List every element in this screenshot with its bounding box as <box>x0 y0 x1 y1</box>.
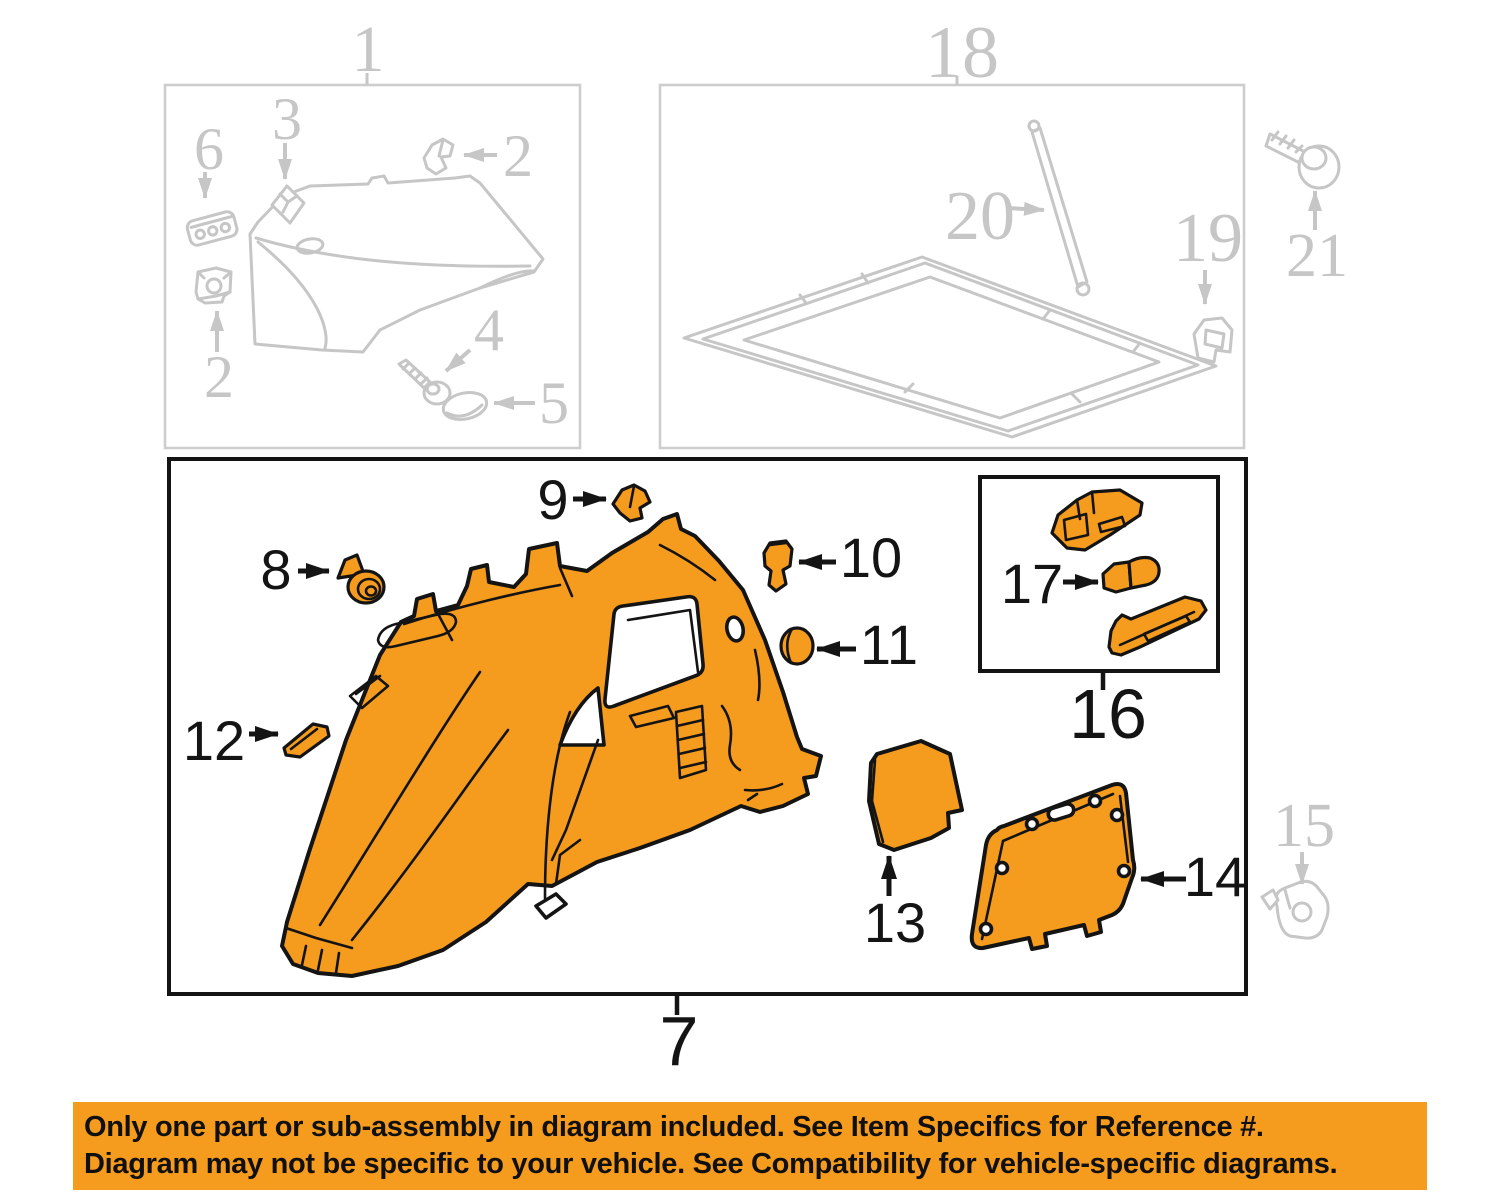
callout-20-label: 20 <box>945 178 1015 255</box>
clip-15-group <box>1260 852 1330 940</box>
shelf-opening <box>742 275 1161 420</box>
panel-rect-hole <box>534 892 568 920</box>
callout-10-label: 10 <box>839 526 903 589</box>
panel-window-opening <box>603 594 705 709</box>
grommet-2-bottom <box>194 266 233 305</box>
clip-6 <box>185 210 239 247</box>
callout-2-top-label: 2 <box>503 123 533 189</box>
clip-12 <box>282 722 331 759</box>
clip-9 <box>611 483 652 523</box>
lamp-housing <box>1050 488 1144 552</box>
callout-21-label: 21 <box>1286 222 1348 290</box>
bulb-17 <box>1101 555 1161 594</box>
clip-10 <box>762 539 794 593</box>
arrow-4 <box>444 348 472 373</box>
callout-18-label: 18 <box>925 12 999 94</box>
callout-11-label: 11 <box>859 613 919 676</box>
access-panel-14 <box>969 782 1137 951</box>
banner-line-1: Only one part or sub-assembly in diagram… <box>84 1111 1264 1143</box>
main-assembly-group <box>167 457 1248 1015</box>
shelf-inner-rim <box>701 261 1200 433</box>
clip-19 <box>1192 316 1234 364</box>
cap-5 <box>441 390 489 422</box>
lamp-lens <box>1107 595 1208 657</box>
callout-9-label: 9 <box>537 468 569 531</box>
cover-13 <box>867 739 964 852</box>
callout-12-label: 12 <box>182 709 246 772</box>
callout-5-label: 5 <box>539 370 569 436</box>
assembly-1-box <box>163 83 582 450</box>
callout-16-label: 16 <box>1069 675 1147 753</box>
lamp-box-16 <box>978 475 1220 673</box>
pillar-trim-outline <box>248 174 545 354</box>
callout-7-label: 7 <box>659 1002 699 1080</box>
arrow-20 <box>1006 201 1045 216</box>
banner-line-2: Diagram may not be specific to your vehi… <box>84 1148 1338 1180</box>
callout-8-label: 8 <box>260 538 292 601</box>
panel-oval-hole <box>724 615 746 643</box>
callout-17-label: 17 <box>1000 552 1064 615</box>
lamp-assembly-16-group <box>978 475 1220 690</box>
quarter-trim-panel-7 <box>280 512 823 978</box>
clip-3 <box>270 184 306 225</box>
callout-6-label: 6 <box>194 116 224 182</box>
assembly-1-group <box>163 73 582 450</box>
assembly-18-box <box>658 83 1246 450</box>
assembly-18-group <box>658 76 1246 450</box>
fastener-2-top <box>422 137 455 176</box>
cap-11 <box>779 626 815 666</box>
main-box <box>167 457 1248 996</box>
screw-4 <box>397 358 452 406</box>
callout-2-bottom-label: 2 <box>204 344 234 410</box>
support-rod-20 <box>1027 119 1091 297</box>
panel-vent-grille <box>674 704 708 780</box>
callout-14-label: 14 <box>1183 845 1247 908</box>
callout-3-label: 3 <box>272 86 302 152</box>
callout-1-label: 1 <box>351 13 385 86</box>
panel-handle-slot <box>1046 802 1076 822</box>
disclaimer-banner: Only one part or sub-assembly in diagram… <box>73 1102 1427 1190</box>
push-pin-8 <box>336 553 386 605</box>
screw-21-group <box>1264 130 1341 230</box>
callout-13-label: 13 <box>863 891 927 954</box>
callout-19-label: 19 <box>1173 200 1243 277</box>
callout-15-label: 15 <box>1273 792 1335 860</box>
callout-4-label: 4 <box>474 297 504 363</box>
shelf-outer-rim <box>682 255 1218 439</box>
